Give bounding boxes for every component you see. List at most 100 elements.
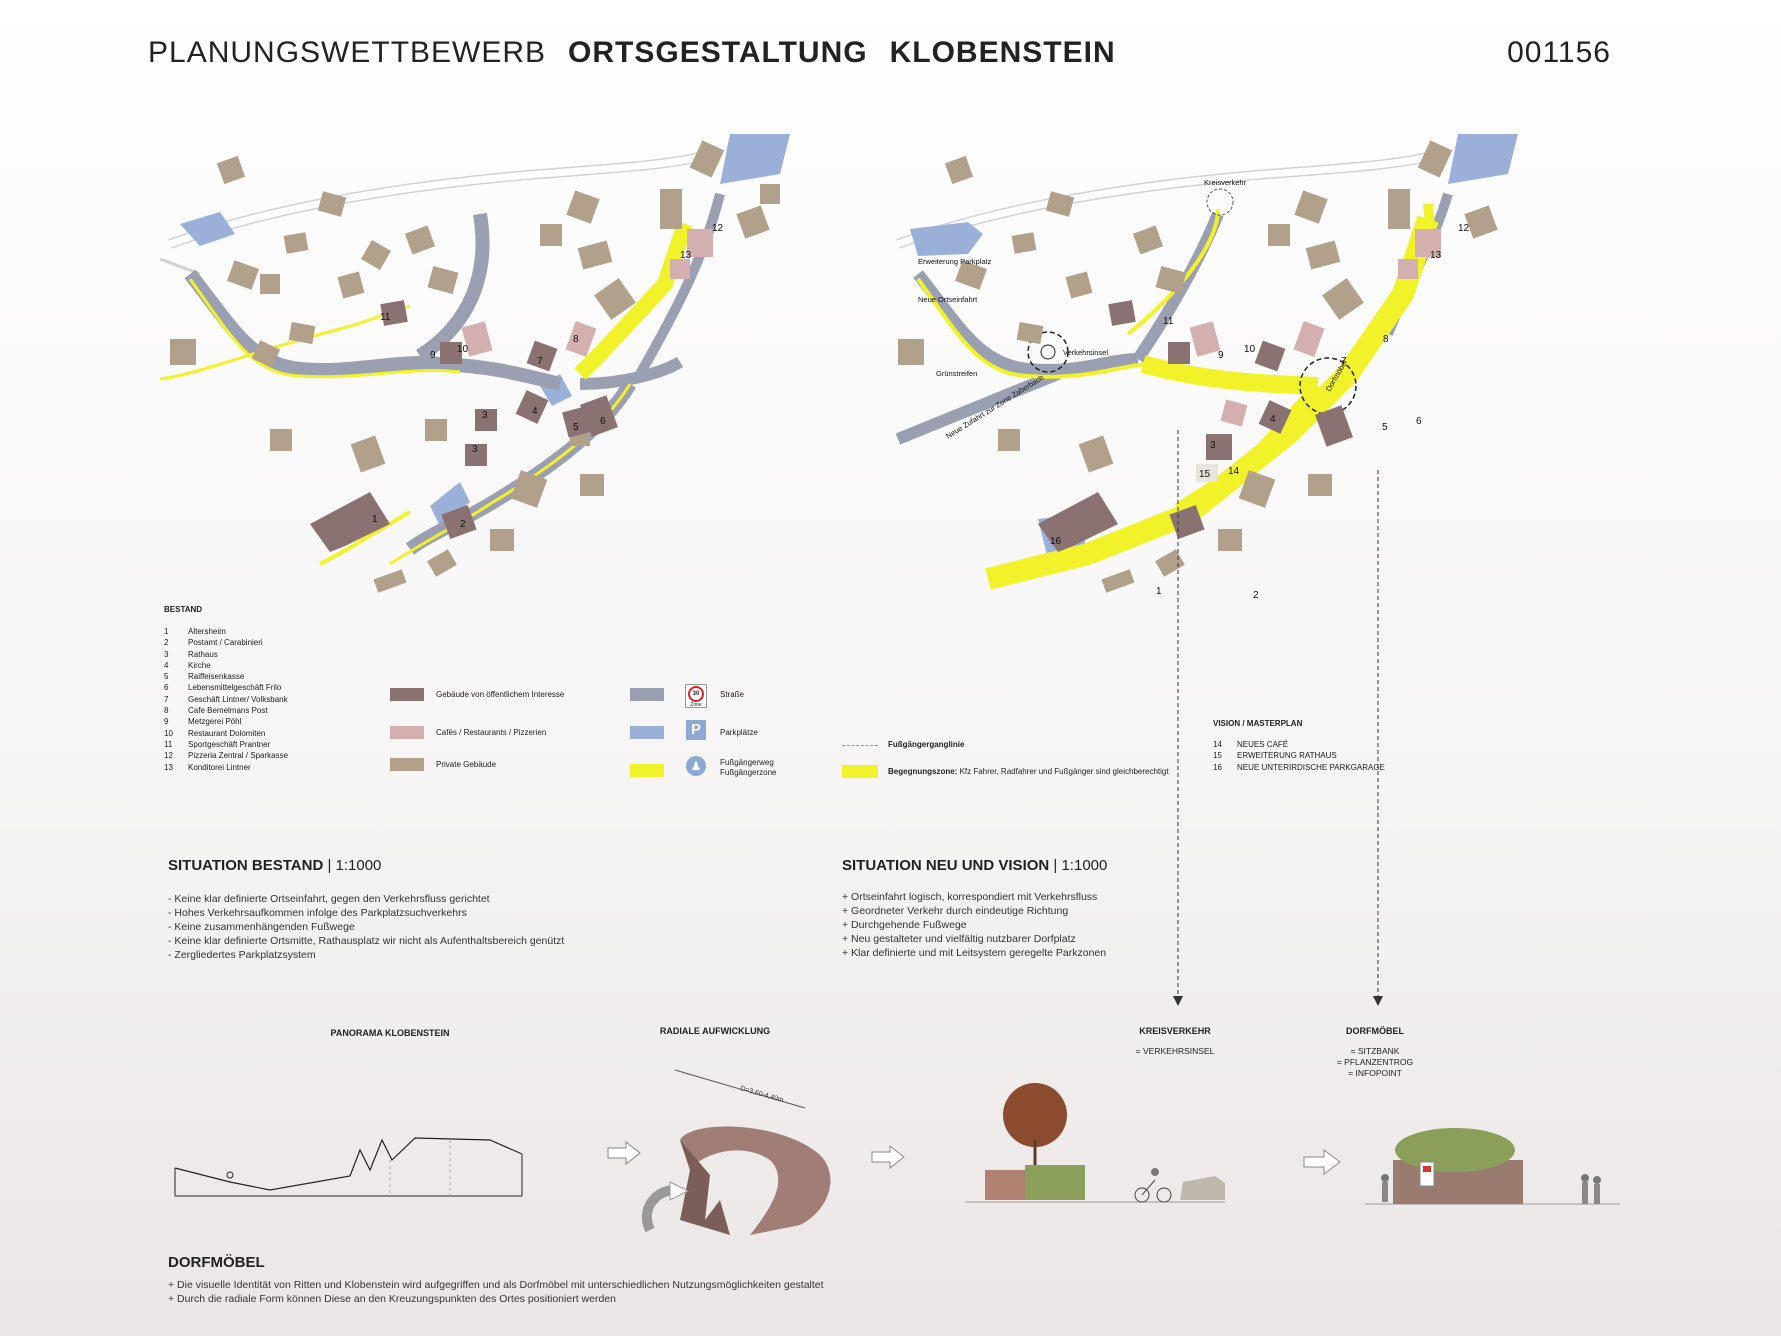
bullet-line: - Zergliedertes Parkplatzsystem — [168, 949, 316, 961]
section-bestand-title: SITUATION BESTAND | 1:1000 — [168, 857, 382, 874]
radial-object-sketch: D=3,60-4,40m — [641, 1069, 831, 1235]
arrow-right-icon-2 — [871, 1144, 905, 1170]
legend-walkline-label: Fußgängerganglinie — [888, 740, 965, 749]
svg-text:12: 12 — [712, 223, 724, 234]
bullet-line: + Neu gestalteter und vielfältig nutzbar… — [842, 933, 1076, 945]
parking-icon: P — [686, 720, 706, 740]
swatch-pedestrian — [630, 764, 664, 777]
swatch-cafe — [390, 726, 424, 739]
dorfmoebel-title: DORFMÖBEL — [168, 1254, 265, 1271]
svg-text:6: 6 — [600, 416, 606, 427]
swatch-public — [390, 688, 424, 701]
label-kreisverkehr: Kreisverkehr — [1204, 178, 1247, 187]
bullet-line: - Keine zusammenhängenden Fußwege — [168, 921, 355, 933]
bullet-line: - Hohes Verkehrsaufkommen infolge des Pa… — [168, 907, 467, 919]
swatch-parking — [630, 726, 664, 739]
street-scene — [965, 1083, 1225, 1203]
svg-text:4: 4 — [1270, 414, 1276, 425]
legend-private-label: Private Gebäude — [436, 760, 497, 769]
radial-dimension: D=3,60-4,40m — [739, 1085, 784, 1104]
svg-text:12: 12 — [1458, 223, 1470, 234]
svg-text:1: 1 — [372, 514, 378, 525]
caption-panorama: PANORAMA KLOBENSTEIN — [330, 1028, 450, 1038]
legend-public-label: Gebäude von öffentlichem Interesse — [436, 690, 565, 699]
svg-text:13: 13 — [1430, 250, 1442, 261]
svg-text:11: 11 — [380, 312, 391, 323]
dorfmoebel-scene — [1365, 1128, 1620, 1205]
svg-text:6: 6 — [1416, 416, 1422, 427]
legend-cafes-label: Cafés / Restaurants / Pizzerien — [436, 728, 547, 737]
bullet-line: + Klar definierte und mit Leitsystem ger… — [842, 947, 1107, 959]
dorfmoebel-bullets: + Die visuelle Identität von Ritten und … — [168, 1278, 824, 1306]
svg-text:1: 1 — [1156, 586, 1162, 597]
svg-text:5: 5 — [573, 422, 579, 433]
svg-text:15: 15 — [1199, 469, 1211, 480]
svg-text:3: 3 — [1210, 440, 1216, 451]
svg-text:3: 3 — [472, 444, 478, 455]
caption-dorfmoebel: DORFMÖBEL — [1346, 1026, 1404, 1036]
swatch-street — [630, 688, 664, 701]
section-neu-title: SITUATION NEU UND VISION | 1:1000 — [842, 857, 1108, 874]
caption-dorfmoebel-sub: = SITZBANK= PFLANZENTROG= INFOPOINT — [1310, 1046, 1440, 1079]
bullet-line: + Durch die radiale Form können Diese an… — [168, 1293, 616, 1305]
label-zufahrt: Neue Zufahrt zur Zone Zaberbach — [944, 373, 1045, 441]
label-gruenstreifen: Grünstreifen — [936, 369, 977, 378]
svg-text:16: 16 — [1050, 536, 1062, 547]
swatch-walkline — [842, 745, 878, 746]
legend-parking-label: Parkplätze — [720, 728, 758, 737]
section-bestand-bullets: - Keine klar definierte Ortseinfahrt, ge… — [168, 892, 564, 962]
legend-bestand-title: BESTAND — [164, 605, 203, 614]
guide-arrows — [1173, 430, 1383, 1006]
legend-cafes: Cafés / Restaurants / Pizzerien — [390, 726, 546, 739]
arrow-right-icon — [607, 1140, 641, 1166]
bullet-line: = PFLANZENTROG — [1336, 1057, 1414, 1067]
legend-meeting-zone: Begegnungszone: Kfz Fahrer, Radfahrer un… — [888, 767, 1169, 776]
svg-text:4: 4 — [532, 406, 538, 417]
bullet-line: + Die visuelle Identität von Ritten und … — [168, 1279, 824, 1291]
bullet-line: = SITZBANK — [1350, 1046, 1400, 1056]
svg-text:8: 8 — [1383, 334, 1389, 345]
svg-text:10: 10 — [1244, 344, 1256, 355]
legend-vision-title: VISION / MASTERPLAN — [1213, 719, 1303, 728]
bullet-line: - Keine klar definierte Ortseinfahrt, ge… — [168, 893, 490, 905]
caption-kreisverkehr: KREISVERKEHR — [1139, 1026, 1211, 1036]
svg-text:9: 9 — [1218, 350, 1224, 361]
svg-text:13: 13 — [680, 250, 692, 261]
label-neue-ortseinfahrt: Neue Ortseinfahrt — [918, 295, 978, 304]
swatch-meeting-zone — [842, 765, 878, 778]
caption-kreisverkehr-sub: = VERKEHRSINSEL — [1135, 1046, 1215, 1056]
label-erweiterung-parkplatz: Erweiterung Parkplatz — [918, 257, 992, 266]
bullet-line: + Geordneter Verkehr durch eindeutige Ri… — [842, 905, 1069, 917]
bullet-line: = INFOPOINT — [1348, 1068, 1402, 1078]
competition-label: PLANUNGSWETTBEWERB — [148, 36, 547, 69]
bullet-line: + Durchgehende Fußwege — [842, 919, 967, 931]
arrow-right-icon-3 — [1303, 1149, 1341, 1175]
legend-public: Gebäude von öffentlichem Interesse — [390, 688, 564, 701]
section-neu-bullets: + Ortseinfahrt logisch, korrespondiert m… — [842, 890, 1106, 960]
svg-text:2: 2 — [1253, 590, 1259, 601]
svg-text:7: 7 — [537, 356, 543, 367]
svg-text:5: 5 — [1382, 422, 1388, 433]
svg-text:3: 3 — [482, 410, 488, 421]
panorama-sketch — [174, 1137, 523, 1197]
svg-text:10: 10 — [457, 344, 469, 355]
svg-text:2: 2 — [460, 519, 466, 530]
svg-text:8: 8 — [573, 334, 579, 345]
